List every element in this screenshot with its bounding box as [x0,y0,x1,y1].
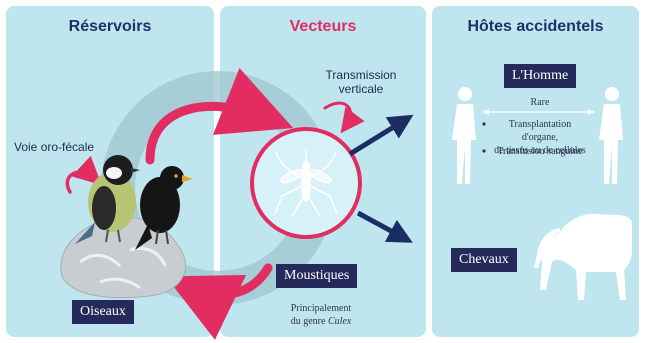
vertical-transmission-arrow [325,103,351,126]
arrow-to-vector [150,106,268,160]
genus-note: Principalement du genre Culex [276,302,366,328]
bullet-dot [482,149,485,152]
mosquitoes-tag: Moustiques [276,264,357,288]
bullet-dot [482,122,485,125]
arrow-to-horse [358,213,404,238]
human-tag: L'Homme [504,64,576,88]
fecal-oral-label: Voie oro-fécale [14,140,94,154]
genus-name: Culex [328,316,351,327]
transfusion-route: Transfusion sanguine [490,145,590,158]
fecal-oral-arrow [67,172,94,192]
horses-tag: Chevaux [451,248,517,272]
birds-tag: Oiseaux [72,300,134,324]
horse-silhouette-icon [534,214,632,300]
arrow-to-human [350,120,405,154]
rare-label: Rare [522,96,558,109]
vertical-transmission-label: Transmission verticale [316,68,406,96]
